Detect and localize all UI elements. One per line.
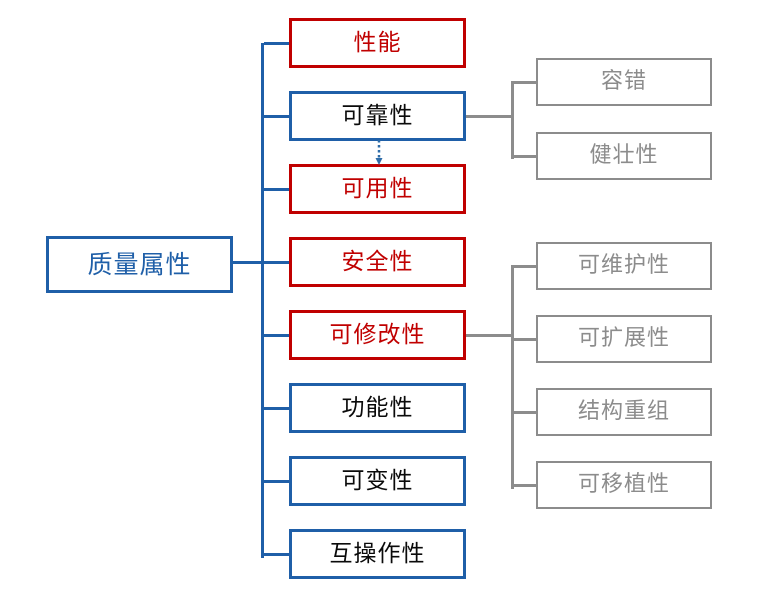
connector-branch-3 <box>264 188 290 191</box>
leaf-node-extensibility[interactable]: 可扩展性 <box>536 315 712 363</box>
leaf-node-label: 容错 <box>600 69 647 94</box>
branch-node-label: 互操作性 <box>329 540 426 567</box>
connector-modifiability-child-2 <box>511 338 537 341</box>
connector-modifiability-stub <box>466 334 514 337</box>
leaf-node-label: 结构重组 <box>577 399 670 424</box>
root-node-label: 质量属性 <box>87 250 192 279</box>
branch-node-label: 性能 <box>353 29 402 56</box>
leaf-node-restructuring[interactable]: 结构重组 <box>536 388 712 436</box>
leaf-node-fault-tolerance[interactable]: 容错 <box>536 58 712 106</box>
branch-node-modifiability[interactable]: 可修改性 <box>289 310 466 360</box>
branch-node-interoperability[interactable]: 互操作性 <box>289 529 466 579</box>
branch-node-functionality[interactable]: 功能性 <box>289 383 466 433</box>
leaf-node-portability[interactable]: 可移植性 <box>536 461 712 509</box>
connector-branch-4 <box>264 261 290 264</box>
branch-node-label: 功能性 <box>341 394 414 421</box>
connector-branch-1 <box>264 42 290 45</box>
connector-branch-8 <box>264 553 290 556</box>
connector-reliability-child-2 <box>511 155 537 158</box>
root-node-quality-attributes[interactable]: 质量属性 <box>46 236 233 293</box>
leaf-node-label: 可移植性 <box>577 472 670 497</box>
branch-node-performance[interactable]: 性能 <box>289 18 466 68</box>
leaf-node-label: 可扩展性 <box>577 326 670 351</box>
branch-node-variability[interactable]: 可变性 <box>289 456 466 506</box>
connector-modifiability-trunk <box>511 266 514 489</box>
leaf-node-label: 健壮性 <box>589 143 659 168</box>
connector-branch-6 <box>264 407 290 410</box>
leaf-node-label: 可维护性 <box>577 253 670 278</box>
connector-reliability-child-1 <box>511 81 537 84</box>
branch-node-security[interactable]: 安全性 <box>289 237 466 287</box>
branch-node-label: 可变性 <box>341 467 414 494</box>
connector-modifiability-child-3 <box>511 411 537 414</box>
branch-node-label: 安全性 <box>341 248 414 275</box>
connector-reliability-trunk <box>511 82 514 159</box>
leaf-node-maintainability[interactable]: 可维护性 <box>536 242 712 290</box>
branch-node-label: 可修改性 <box>329 321 426 348</box>
connector-branch-2 <box>264 115 290 118</box>
branch-node-reliability[interactable]: 可靠性 <box>289 91 466 141</box>
connector-branch-7 <box>264 480 290 483</box>
branch-node-label: 可靠性 <box>341 102 414 129</box>
leaf-node-robustness[interactable]: 健壮性 <box>536 132 712 180</box>
connector-modifiability-child-4 <box>511 484 537 487</box>
connector-trunk-vertical <box>261 43 264 558</box>
branch-node-availability[interactable]: 可用性 <box>289 164 466 214</box>
dotted-arrow-reliability-to-availability <box>375 140 383 165</box>
connector-reliability-stub <box>466 115 514 118</box>
connector-modifiability-child-1 <box>511 265 537 268</box>
connector-branch-5 <box>264 334 290 337</box>
branch-node-label: 可用性 <box>341 175 414 202</box>
connector-root-stub <box>233 261 264 264</box>
